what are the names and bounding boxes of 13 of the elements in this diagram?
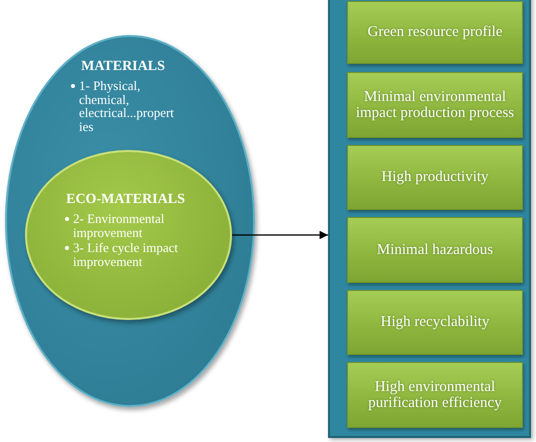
property-box: Minimal hazardous	[347, 217, 523, 283]
panel-background	[328, 0, 531, 438]
bullet-item: 2- Environmental improvement	[63, 212, 188, 240]
property-box: Green resource profile	[347, 1, 523, 64]
property-box: Minimal environmental impact production process	[347, 72, 523, 138]
property-box: High environmental purification efficiency	[347, 362, 523, 428]
heading: MATERIALS	[81, 59, 165, 75]
property-box: High productivity	[347, 145, 523, 210]
heading: ECO-MATERIALS	[66, 192, 185, 208]
bullet-item: 1- Physical, chemical, electrical...properties	[69, 79, 177, 134]
arrow	[232, 230, 328, 240]
bullet-item: 3- Life cycle impact improvement	[63, 241, 188, 269]
property-box: High recyclability	[347, 290, 523, 355]
